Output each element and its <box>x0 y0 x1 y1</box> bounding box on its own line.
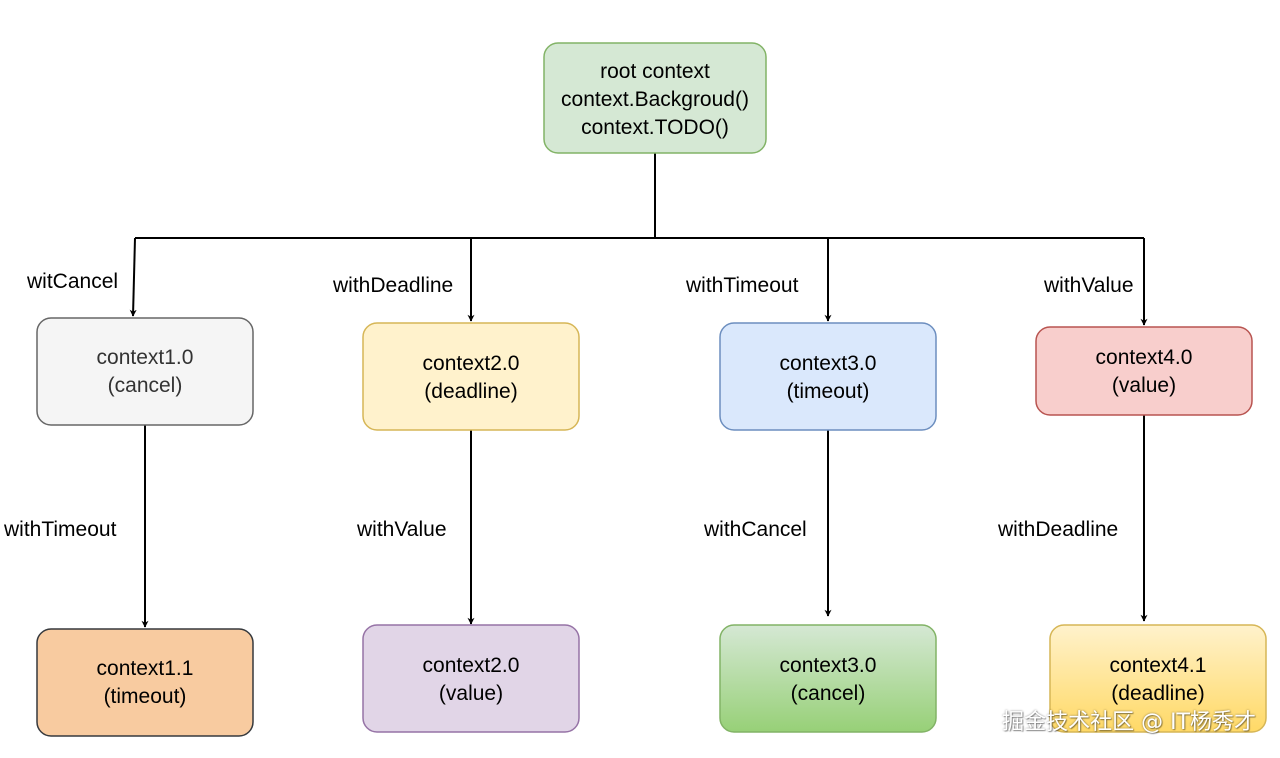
node-root-context: root context context.Backgroud() context… <box>543 42 767 154</box>
node-context2-0-line-2: (deadline) <box>424 380 517 403</box>
node-context1-1-line-2: (timeout) <box>104 685 187 708</box>
node-context3-1-box <box>719 624 937 733</box>
node-context4-1-line-1: context4.1 <box>1110 654 1207 677</box>
node-root-line-3: context.TODO() <box>581 116 729 139</box>
node-context2-0-box <box>362 322 580 431</box>
node-context2-1-line-2: (value) <box>439 682 503 705</box>
node-context4-1-line-2: (deadline) <box>1111 682 1204 705</box>
node-context2-1: context2.0 (value) <box>362 624 580 733</box>
node-context3-0-line-1: context3.0 <box>780 352 877 375</box>
node-context3-0: context3.0 (timeout) <box>719 322 937 431</box>
node-context1-0-line-1: context1.0 <box>97 346 194 369</box>
node-root-box <box>543 42 767 154</box>
node-context4-1-box <box>1049 624 1267 733</box>
edges <box>129 153 1148 628</box>
node-context3-1: context3.0 (cancel) <box>719 624 937 733</box>
node-context1-1: context1.1 (timeout) <box>36 628 254 737</box>
node-context2-1-line-1: context2.0 <box>423 654 520 677</box>
node-context1-0-line-2: (cancel) <box>108 374 183 397</box>
node-context1-0-box <box>36 317 254 426</box>
node-context3-0-line-2: (timeout) <box>787 380 870 403</box>
edge-label-witcancel: witCancel <box>26 270 118 293</box>
node-context4-1: context4.1 (deadline) <box>1049 624 1267 733</box>
node-context1-0: context1.0 (cancel) <box>36 317 254 426</box>
node-context2-1-box <box>362 624 580 733</box>
edge-label-withvalue-root: withValue <box>1043 274 1134 297</box>
node-context2-0-line-1: context2.0 <box>423 352 520 375</box>
node-context4-0: context4.0 (value) <box>1035 326 1253 416</box>
edge-root-to-context1-0 <box>129 237 137 317</box>
node-context3-1-line-2: (cancel) <box>791 682 866 705</box>
edge-label-withvalue-child: withValue <box>356 518 447 541</box>
edge-label-withtimeout-child: withTimeout <box>3 518 117 541</box>
node-context4-0-line-2: (value) <box>1112 374 1176 397</box>
node-context1-1-box <box>36 628 254 737</box>
node-context3-0-box <box>719 322 937 431</box>
node-root-line-2: context.Backgroud() <box>561 88 749 111</box>
node-context2-0: context2.0 (deadline) <box>362 322 580 431</box>
node-root-line-1: root context <box>600 60 710 83</box>
node-context4-0-line-1: context4.0 <box>1096 346 1193 369</box>
edge-label-withdeadline-root: withDeadline <box>332 274 453 297</box>
node-context4-0-box <box>1035 326 1253 416</box>
edge-label-withdeadline-child: withDeadline <box>997 518 1118 541</box>
watermark-text: 掘金技术社区 @ IT杨秀才 <box>1002 710 1256 735</box>
edge-label-withcancel-child: withCancel <box>703 518 807 541</box>
node-context3-1-line-1: context3.0 <box>780 654 877 677</box>
edge-labels: witCancel withDeadline withTimeout withV… <box>3 270 1134 541</box>
edge-label-withtimeout-root: withTimeout <box>685 274 799 297</box>
node-context1-1-line-1: context1.1 <box>97 657 194 680</box>
